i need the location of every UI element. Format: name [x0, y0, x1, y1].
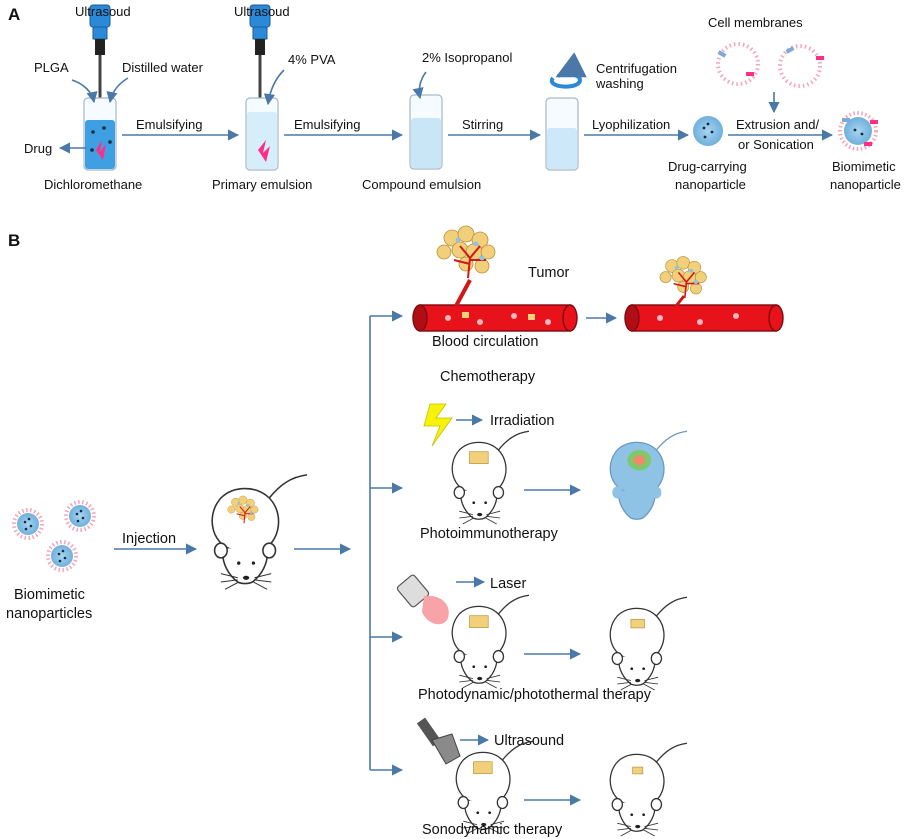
step-emulsifying-1: Emulsifying: [136, 117, 202, 132]
isopropanol-label: 2% Isopropanol: [422, 50, 512, 65]
ultrasound-therapy-label: Ultrasound: [494, 733, 564, 749]
nanoparticle-2: [64, 500, 96, 532]
isopropanol-arrow: [412, 71, 427, 100]
mouse-photoimmuno-treated: [609, 430, 688, 520]
distilled-water-label: Distilled water: [122, 60, 204, 75]
photoimmunotherapy-label: Photoimmunotherapy: [420, 526, 559, 542]
step-extrusion-1: Extrusion and/: [736, 117, 819, 132]
cell-membranes-icon: [716, 42, 824, 88]
biomimetic-label-1: Biomimetic: [832, 159, 896, 174]
mouse-sonodynamic-treated: [609, 742, 688, 837]
step-extrusion-2: or Sonication: [738, 137, 814, 152]
water-arrow: [106, 77, 129, 104]
sonodynamic-label: Sonodynamic therapy: [422, 822, 563, 838]
dichloromethane-label: Dichloromethane: [44, 177, 142, 192]
biomimetic-nanoparticles-label-1: Biomimetic: [14, 587, 85, 603]
biomimetic-nanoparticles-label-2: nanoparticles: [6, 606, 92, 622]
biomimetic-label-2: nanoparticle: [830, 177, 901, 192]
tumor-1: [436, 225, 496, 279]
drug-label: Drug: [24, 141, 52, 156]
pva-label: 4% PVA: [288, 52, 336, 67]
nanoparticle-1: [12, 508, 44, 540]
mouse-injected: [211, 474, 308, 591]
injection-label: Injection: [122, 531, 176, 547]
tumor-2: [659, 255, 708, 299]
biomimetic-nanoparticle: [838, 111, 878, 151]
step-stirring: Stirring: [462, 117, 503, 132]
blood-circulation-label: Blood circulation: [432, 334, 538, 350]
tube-centrifugation: [545, 97, 579, 171]
plga-arrow: [71, 79, 98, 104]
irradiation-label: Irradiation: [490, 413, 554, 429]
mouse-photoimmuno: [451, 430, 530, 525]
nanoparticle-3: [46, 540, 78, 572]
tumor-vessel-1: [454, 279, 472, 307]
washing-label: washing: [595, 76, 644, 91]
centrifugation-arrow-icon: [549, 52, 587, 89]
blood-vessel-2: [624, 304, 784, 332]
mouse-photodynamic-treated: [609, 596, 688, 691]
tube-dichloromethane: [83, 97, 117, 171]
ultrasound-transducer-icon: [416, 717, 461, 765]
photodynamic-label: Photodynamic/photothermal therapy: [418, 687, 652, 703]
mouse-photodynamic: [451, 594, 530, 689]
compound-emulsion-label: Compound emulsion: [362, 177, 481, 192]
lightning-icon: [423, 403, 453, 447]
tube-compound-emulsion: [409, 94, 443, 170]
tumor-vessel-2: [674, 295, 686, 307]
laser-label: Laser: [490, 576, 526, 592]
step-lyophilization: Lyophilization: [592, 117, 670, 132]
tube-primary-emulsion: [245, 97, 279, 171]
pva-arrow: [263, 69, 285, 106]
ultrasound-label-2: Ultrasoud: [234, 4, 290, 19]
panel-a-label: A: [8, 5, 20, 24]
cell-membranes-label: Cell membranes: [708, 15, 803, 30]
panel-b-label: B: [8, 231, 20, 250]
laser-device-icon: [396, 574, 449, 625]
ultrasound-label-1: Ultrasoud: [75, 4, 131, 19]
centrifugation-label: Centrifugation: [596, 61, 677, 76]
mouse-sonodynamic: [455, 740, 534, 835]
blood-vessel-1: [412, 304, 578, 332]
primary-emulsion-label: Primary emulsion: [212, 177, 312, 192]
tumor-label: Tumor: [528, 265, 570, 281]
chemotherapy-label: Chemotherapy: [440, 369, 536, 385]
drug-carrying-label-2: nanoparticle: [675, 177, 746, 192]
drug-carrying-nanoparticle: [693, 116, 723, 146]
plga-label: PLGA: [34, 60, 69, 75]
step-emulsifying-2: Emulsifying: [294, 117, 360, 132]
drug-carrying-label-1: Drug-carrying: [668, 159, 747, 174]
